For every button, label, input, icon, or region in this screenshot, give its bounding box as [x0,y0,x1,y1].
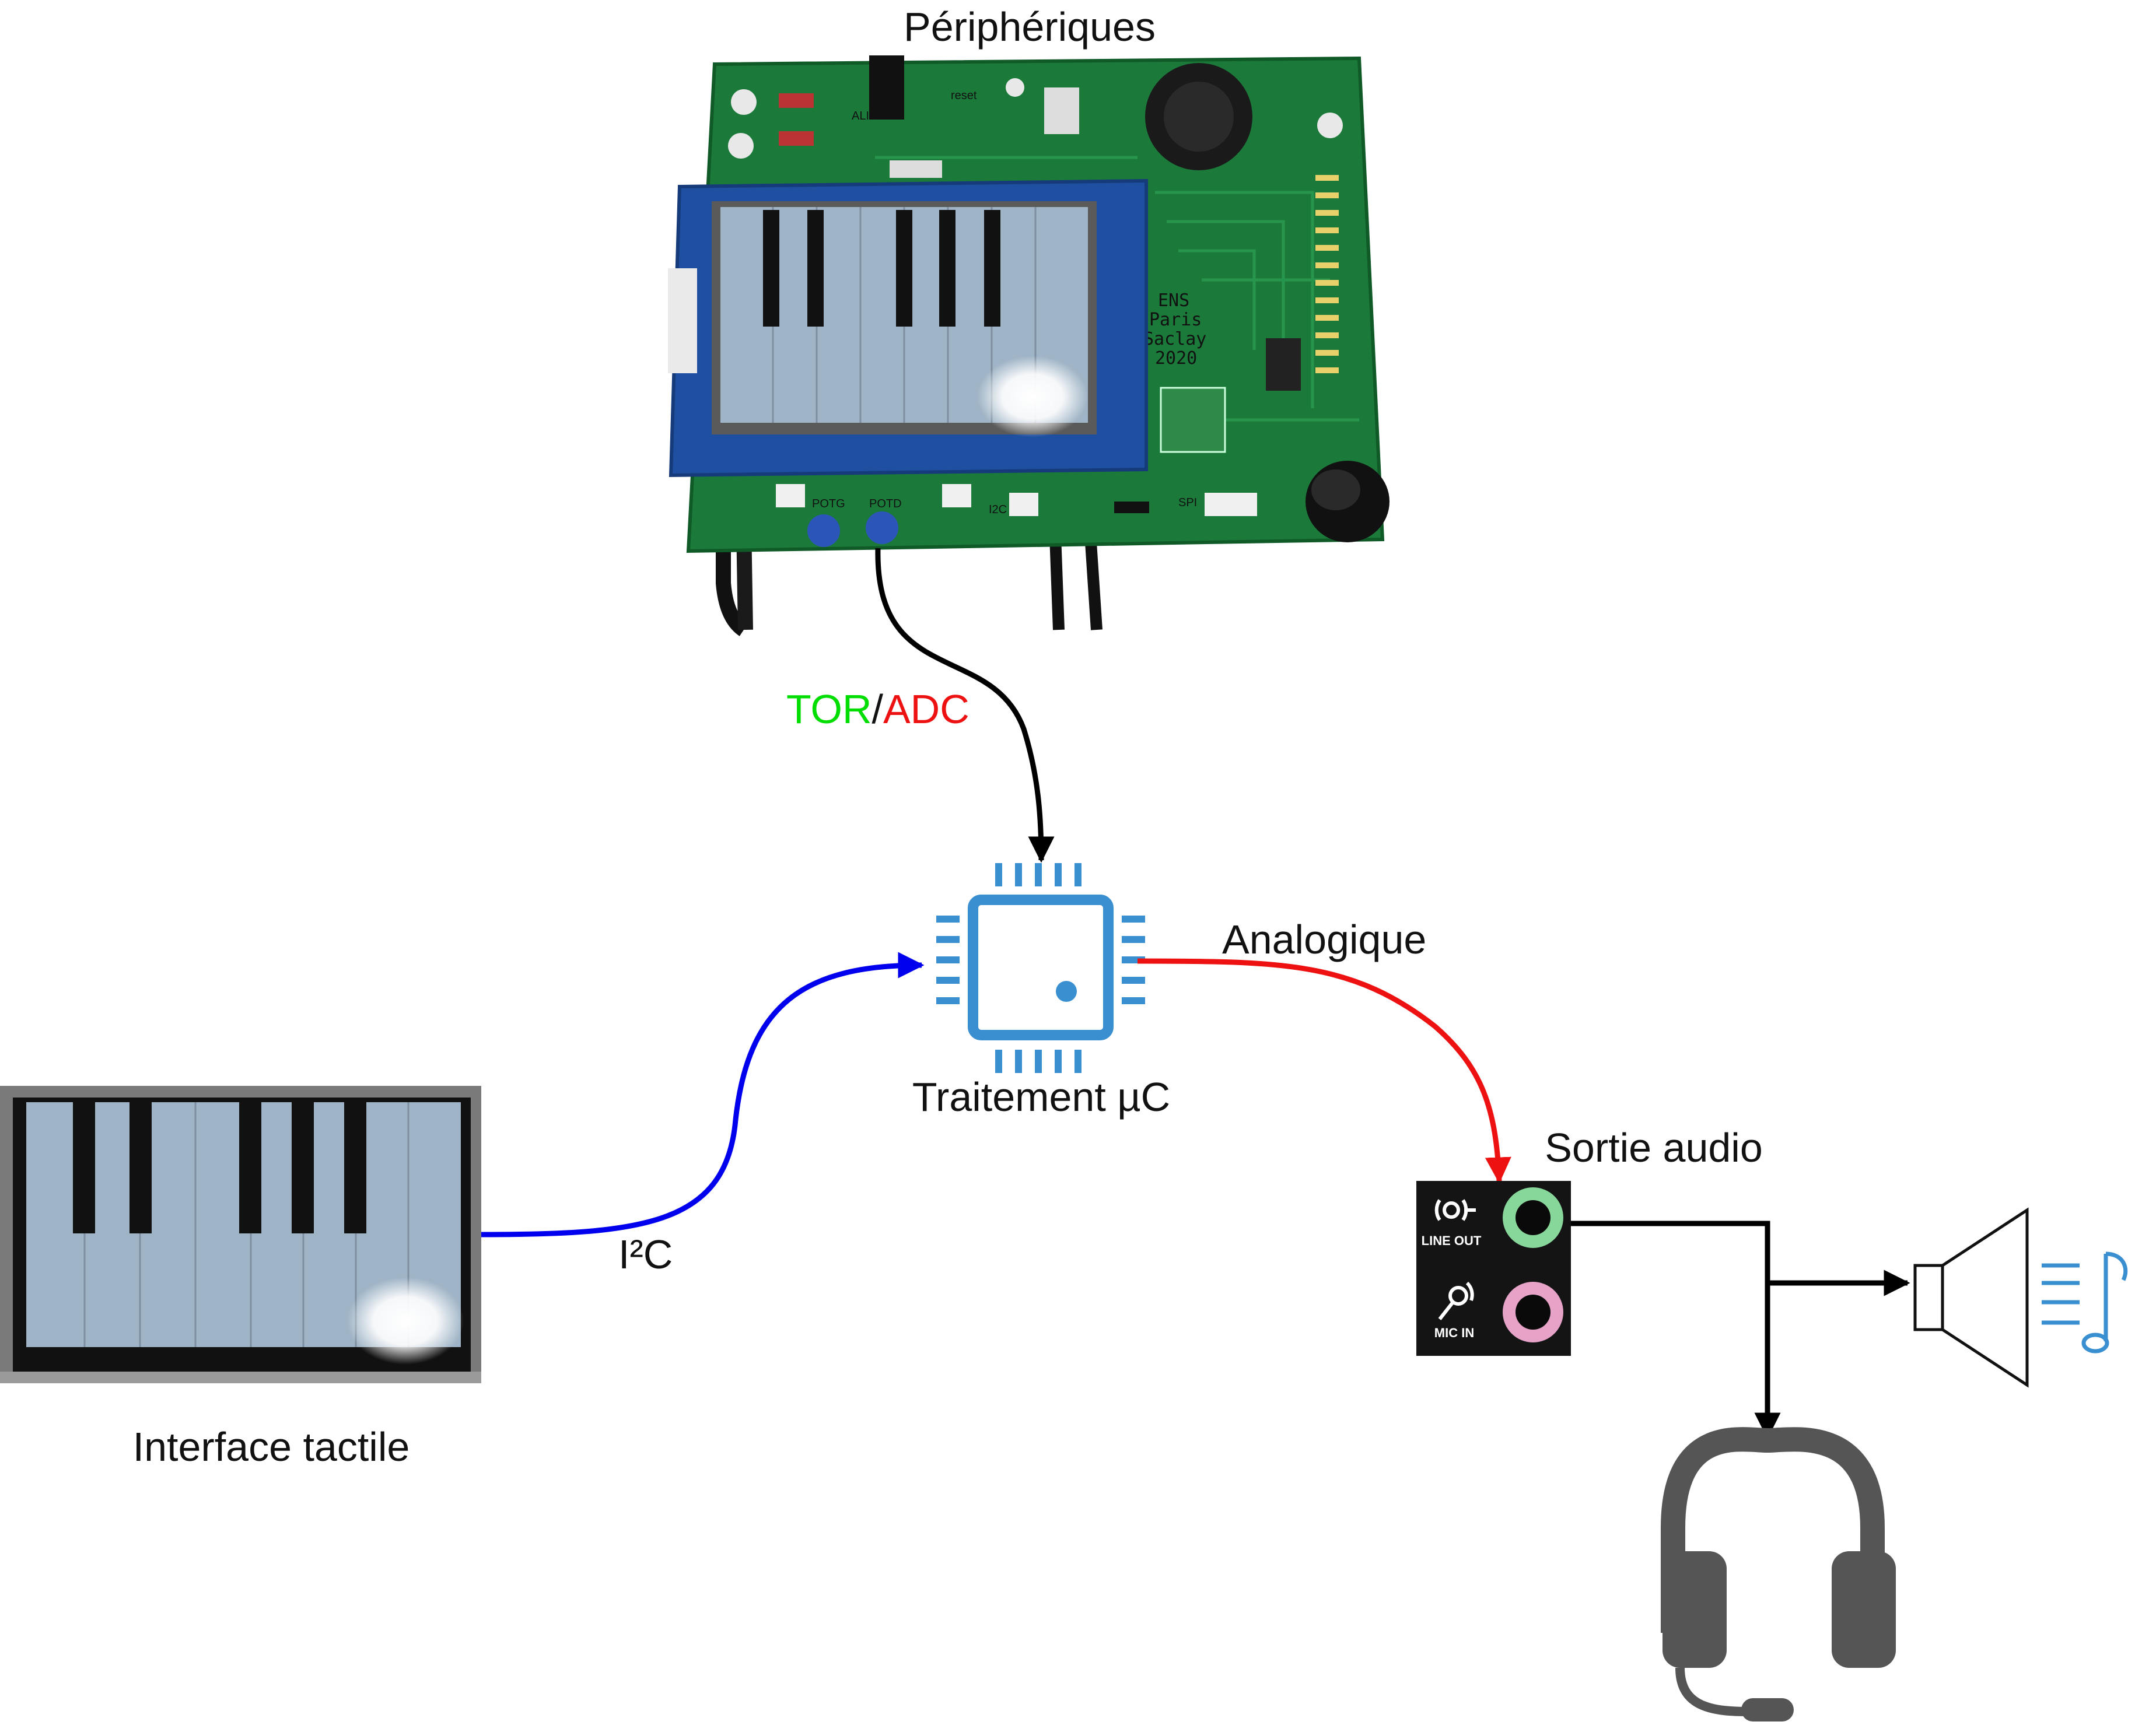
tor-label: TOR [786,686,872,732]
speaker-icon [1913,1207,2029,1388]
music-note-icon [2042,1251,2128,1354]
audio-out-label: Sortie audio [1545,1125,1763,1170]
i2c-label: I²C [618,1232,673,1277]
svg-text:ENS: ENS [1158,290,1189,311]
i2c-silkscreen: I2C [989,503,1007,516]
adc-label: ADC [883,686,970,732]
i2c-link [481,952,925,1237]
mic-icon [1438,1281,1474,1320]
svg-text:Saclay: Saclay [1143,329,1206,349]
spi-silkscreen: SPI [1178,496,1197,509]
analog-link [1137,958,1511,1184]
ens-silkscreen: ENS Paris Saclay 2020 [1143,290,1206,369]
peripherals-board: ALIM reset ENS Paris Saclay 2020 [668,55,1390,636]
tor-adc-link [875,548,1055,863]
alim-silkscreen: ALIM [852,110,879,122]
microcontroller-icon [936,863,1145,1073]
potd-silkscreen: POTD [869,497,902,510]
analog-label: Analogique [1222,917,1426,962]
potg-silkscreen: POTG [812,497,845,510]
output-trunk [1571,1221,1781,1439]
mic-in-text: MIC IN [1434,1326,1474,1340]
power-jack [869,55,904,120]
potentiometer-left [807,514,840,547]
tor-adc-label: TOR/ADC [786,686,970,732]
audio-jack-panel-icon: LINE OUT MIC IN [1416,1181,1571,1356]
svg-text:Paris: Paris [1149,310,1202,330]
line-out-text: LINE OUT [1422,1233,1482,1248]
potentiometer-right [866,511,898,544]
touch-interface-label: Interface tactile [133,1424,410,1470]
tor-adc-slash: / [872,686,884,732]
headset-icon [1661,1427,1896,1722]
svg-text:2020: 2020 [1155,348,1197,369]
line-out-icon [1434,1199,1476,1221]
processing-label: Traitement µC [912,1074,1170,1120]
touch-interface [0,1086,481,1383]
peripherals-label: Périphériques [904,4,1156,50]
reset-silkscreen: reset [951,89,977,102]
